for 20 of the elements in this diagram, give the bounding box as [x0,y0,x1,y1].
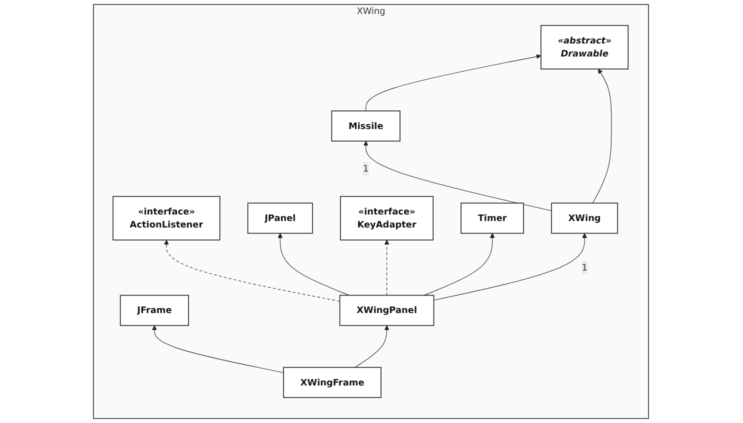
arrow [592,68,612,204]
arrow [424,233,496,296]
arrow [164,240,341,302]
arrow [366,54,542,112]
class-box: JPanel [248,202,314,234]
arrow [364,140,552,211]
class-box: XWingFrame [284,366,382,398]
class-box: «interface» KeyAdapter [340,196,434,240]
class-box: «abstract» Drawable [541,25,630,70]
class-box: XWing [552,202,618,234]
class-box: Missile [332,110,401,142]
class-box: JFrame [120,294,190,326]
arrow [152,325,284,373]
arrow [434,233,588,301]
arrow [355,325,390,368]
arrow [384,240,390,296]
class-box: «interface» ActionListener [113,196,221,240]
class-box: Timer [461,202,524,234]
arrow [278,233,350,296]
class-box: XWingPanel [340,294,435,326]
